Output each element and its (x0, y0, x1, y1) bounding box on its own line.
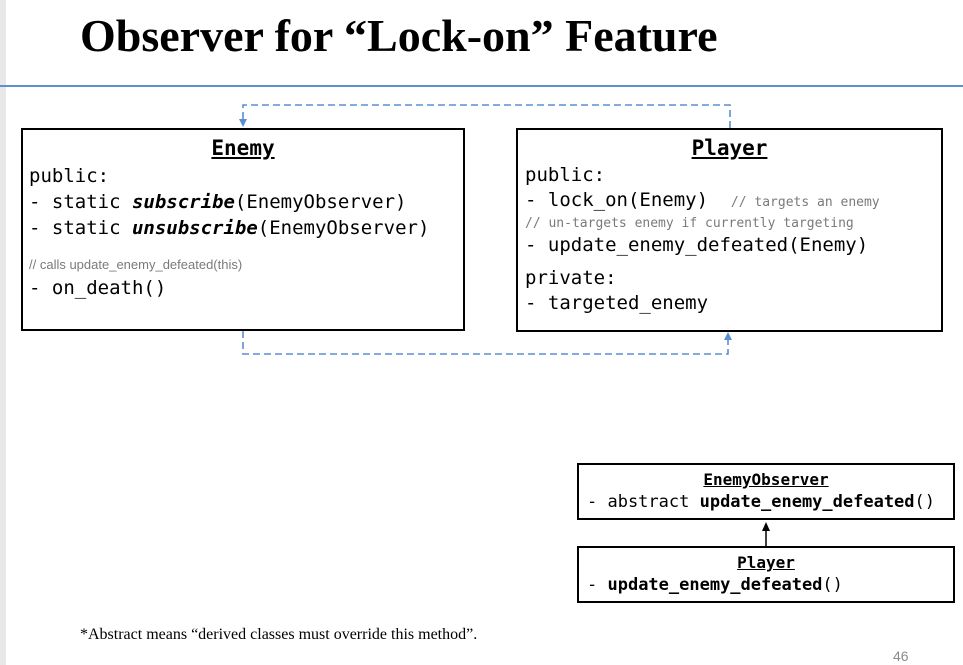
enemy-observer-class-name: EnemyObserver (703, 470, 829, 489)
subclass-method-prefix: - (587, 575, 608, 595)
player-subclass-name: Player (737, 553, 795, 572)
enemy-on-death-comment: // calls update_enemy_defeated(this) (29, 257, 243, 272)
subclass-method-args: () (822, 575, 843, 595)
lock-on-comment: // targets an enemy (730, 195, 880, 210)
unsubscribe-name: unsubscribe (131, 217, 258, 239)
observer-method-args: () (914, 492, 936, 512)
enemy-subscribe-method: - static subscribe(EnemyObserver) (29, 189, 457, 215)
subscribe-prefix: - static (29, 191, 132, 213)
player-untarget-comment: // un-targets enemy if currently targeti… (525, 216, 854, 231)
observer-method-prefix: - abstract (587, 492, 700, 512)
unsubscribe-args: (EnemyObserver) (257, 217, 430, 239)
player-to-enemy-dashed-connector (242, 104, 731, 128)
inheritance-arrowhead (762, 522, 770, 531)
player-subclass-box: Player - update_enemy_defeated() (577, 546, 955, 603)
enemy-public-label: public: (29, 165, 110, 187)
enemy-observer-method: - abstract update_enemy_defeated() (587, 491, 945, 513)
player-update-method: - update_enemy_defeated(Enemy) (525, 234, 869, 256)
player-class-name: Player (691, 136, 768, 160)
unsubscribe-prefix: - static (29, 217, 132, 239)
page-number: 46 (893, 648, 909, 664)
player-public-label: public: (525, 164, 606, 186)
enemy-arrowhead (239, 119, 247, 127)
enemy-to-player-dashed-connector (242, 331, 729, 355)
player-subclass-method: - update_enemy_defeated() (587, 574, 945, 596)
enemy-class-box: Enemy public: - static subscribe(EnemyOb… (21, 128, 465, 331)
subscribe-args: (EnemyObserver) (234, 191, 407, 213)
player-class-box: Player public: - lock_on(Enemy) // targe… (516, 128, 943, 332)
enemy-on-death-method: - on_death() (29, 277, 167, 299)
enemy-observer-class-box: EnemyObserver - abstract update_enemy_de… (577, 463, 955, 520)
spacer (29, 241, 457, 255)
enemy-unsubscribe-method: - static unsubscribe(EnemyObserver) (29, 215, 457, 241)
observer-method-name: update_enemy_defeated (699, 492, 915, 512)
title-divider (0, 85, 963, 87)
player-targeted-enemy-field: - targeted_enemy (525, 292, 709, 314)
subclass-method-name: update_enemy_defeated (607, 575, 823, 595)
player-arrowhead (724, 332, 732, 340)
subscribe-name: subscribe (131, 191, 235, 213)
lock-on-signature: - lock_on(Enemy) (525, 189, 709, 211)
footnote: *Abstract means “derived classes must ov… (80, 626, 478, 643)
player-lock-on-method: - lock_on(Enemy) // targets an enemy (525, 188, 934, 215)
player-private-label: private: (525, 267, 617, 289)
slide-title: Observer for “Lock-on” Feature (80, 10, 718, 61)
slide-left-edge (0, 0, 6, 665)
spacer (525, 258, 934, 266)
enemy-class-name: Enemy (211, 136, 275, 160)
